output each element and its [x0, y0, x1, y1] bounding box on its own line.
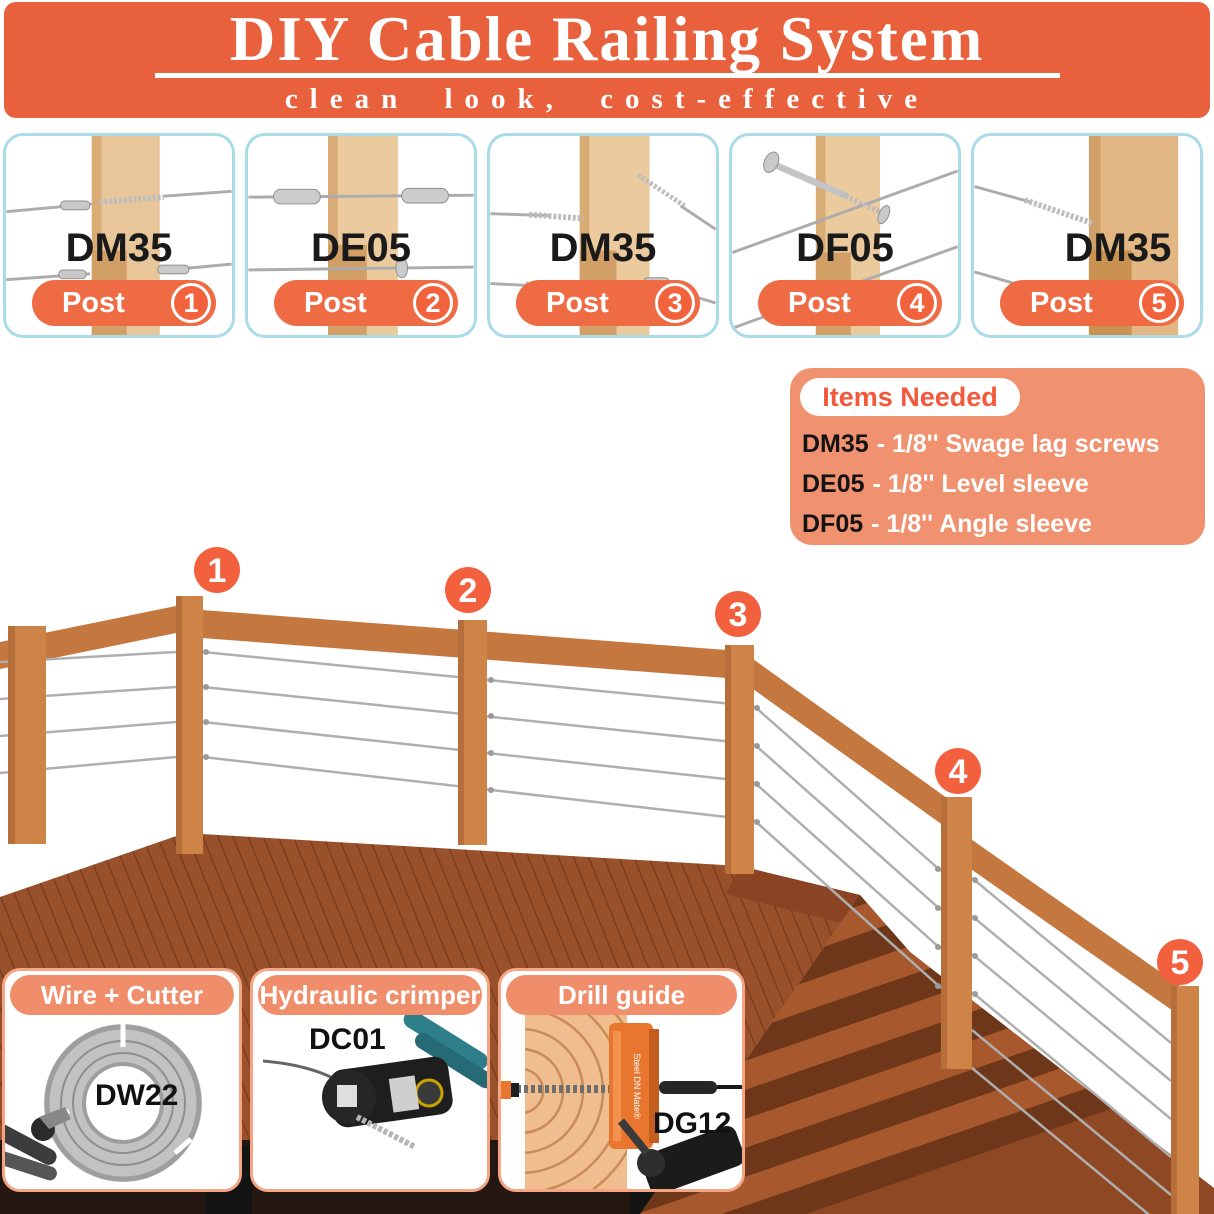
post-markers: 1 2 3 4 5 [194, 547, 1203, 985]
post-3-pill: Post 3 [516, 280, 700, 326]
items-needed-box: Items Needed DM35 - 1/8'' Swage lag scre… [790, 368, 1205, 545]
post-5-pill: Post 5 [1000, 280, 1184, 326]
crimper-icon [262, 1010, 487, 1150]
tool-panel-wire-cutter: Wire + Cutter DW22 [2, 968, 242, 1192]
wire-cutter-title: Wire + Cutter [10, 975, 234, 1015]
post-1-pill: Post 1 [32, 280, 216, 326]
items-needed-row-1: DM35 - 1/8'' Swage lag screws [802, 424, 1199, 464]
post-2-pill: Post 2 [274, 280, 458, 326]
items-needed-row-3: DF05 - 1/8'' Angle sleeve [802, 504, 1199, 544]
marker-5-number: 5 [1171, 944, 1190, 982]
items-needed-list: DM35 - 1/8'' Swage lag screws DE05 - 1/8… [802, 424, 1199, 544]
post-panel-4: DF05 Post 4 [729, 133, 961, 338]
header-banner: DIY Cable Railing System clean look, cos… [4, 2, 1210, 118]
wire-coil-icon [5, 1023, 202, 1182]
post-4-pill: Post 4 [758, 280, 942, 326]
crimper-title: Hydraulic crimper [258, 975, 482, 1015]
post-5-number-badge: 5 [1139, 283, 1179, 323]
page-title: DIY Cable Railing System [229, 4, 985, 74]
item-code-dm35: DM35 [802, 429, 869, 458]
items-needed-heading: Items Needed [800, 378, 1020, 416]
marker-3-badge [715, 591, 761, 637]
crimper-code: DC01 [309, 1023, 386, 1056]
post-5-code: DM35 [1064, 226, 1172, 270]
post-1-code: DM35 [65, 226, 173, 270]
deck-railing-illustration: 1 2 3 4 5 [0, 547, 1214, 1214]
post-2-pill-label: Post [304, 286, 367, 319]
marker-2-badge [445, 567, 491, 613]
post-2-code: DE05 [310, 226, 412, 270]
guide-block-icon: Steel DN Mate® [609, 1023, 659, 1149]
wire-cutter-tool-icon [5, 1107, 71, 1181]
marker-1-number: 1 [208, 552, 227, 590]
page-subtitle: clean look, cost-effective [284, 83, 930, 115]
drill-guide-code: DG12 [653, 1107, 732, 1140]
item-code-de05: DE05 [802, 469, 865, 498]
item-desc-de05: - 1/8'' Level sleeve [872, 469, 1089, 498]
title-underline [154, 73, 1060, 78]
post-4-code: DF05 [796, 226, 894, 270]
post-4-pill-label: Post [788, 286, 851, 319]
post-panel-1: DM35 Post 1 [3, 133, 235, 338]
drill-icon [617, 1118, 742, 1189]
guide-brand-text: Steel DN Mate® [632, 1053, 642, 1119]
post-4-number-badge: 4 [897, 283, 937, 323]
post-2-number-badge: 2 [413, 283, 453, 323]
post-panel-2: DE05 Post 2 [245, 133, 477, 338]
deck-fascia [726, 866, 860, 924]
rail-stair-lower [958, 830, 1186, 1020]
tool-panel-drill-guide: Drill guide Steel DN Mate® [498, 968, 745, 1192]
railing-posts [8, 596, 1199, 1214]
crimper-head-icon [322, 1056, 453, 1128]
marker-3-number: 3 [729, 596, 748, 634]
post-panel-3: DM35 Post 3 [487, 133, 719, 338]
marker-5-badge [1157, 939, 1203, 985]
wire-code: DW22 [95, 1079, 179, 1112]
drill-guide-title: Drill guide [506, 975, 737, 1015]
tool-panel-hydraulic-crimper: Hydraulic crimper DC01 [250, 968, 490, 1192]
post-panel-5: DM35 Post 5 [971, 133, 1203, 338]
post-3-code: DM35 [549, 226, 657, 270]
marker-2-number: 2 [459, 572, 478, 610]
item-desc-dm35: - 1/8'' Swage lag screws [876, 429, 1160, 458]
crimper-handles-icon [403, 1010, 487, 1089]
rail-stair-upper [746, 654, 972, 846]
drill-guide-icon: Steel DN Mate® [501, 1015, 742, 1189]
marker-1-badge [194, 547, 240, 593]
item-code-df05: DF05 [802, 509, 864, 538]
post-3-pill-label: Post [546, 286, 609, 319]
items-needed-row-2: DE05 - 1/8'' Level sleeve [802, 464, 1199, 504]
post-3-number-badge: 3 [655, 283, 695, 323]
item-desc-df05: - 1/8'' Angle sleeve [871, 509, 1092, 538]
cable-fittings [203, 649, 978, 997]
marker-4-badge [935, 748, 981, 794]
marker-4-number: 4 [949, 753, 968, 791]
post-1-number-badge: 1 [171, 283, 211, 323]
post-5-pill-label: Post [1030, 286, 1093, 319]
post-1-pill-label: Post [62, 286, 125, 319]
